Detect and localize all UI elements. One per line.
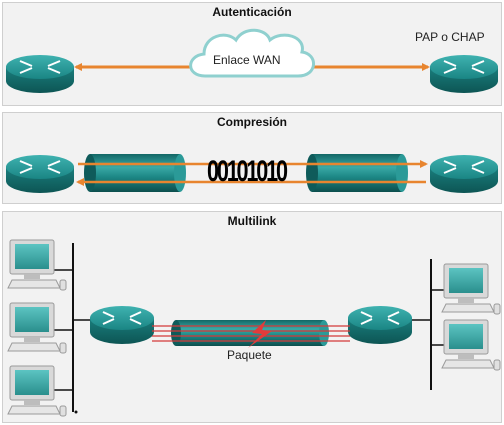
wan-cloud-icon	[189, 28, 315, 78]
multilink-title: Multilink	[227, 214, 277, 228]
compression-tube-left	[84, 154, 186, 192]
wan-link-label: Enlace WAN	[213, 53, 281, 67]
router-icon	[6, 155, 74, 193]
authentication-title: Autenticación	[212, 5, 292, 19]
bus-end-dot	[74, 410, 78, 414]
router-icon	[348, 306, 412, 344]
router-icon	[90, 306, 154, 344]
lightning-icon	[248, 320, 272, 348]
pc-icon	[7, 239, 67, 291]
pc-icon	[441, 319, 501, 371]
multilink-panel	[2, 211, 502, 423]
auth-protocol-label: PAP o CHAP	[415, 30, 485, 44]
router-icon	[430, 55, 498, 93]
pc-icon	[441, 263, 501, 315]
compression-bits: 00101010	[207, 155, 288, 188]
multilink-channels	[152, 325, 350, 342]
pc-icon	[7, 302, 67, 354]
compression-panel	[2, 112, 502, 204]
multilink-tube	[171, 320, 329, 346]
compression-title: Compresión	[216, 115, 287, 129]
router-icon	[430, 155, 498, 193]
packet-label: Paquete	[227, 348, 272, 362]
compression-tube-right	[306, 154, 408, 192]
router-icon	[6, 55, 74, 93]
pc-icon	[7, 365, 67, 417]
